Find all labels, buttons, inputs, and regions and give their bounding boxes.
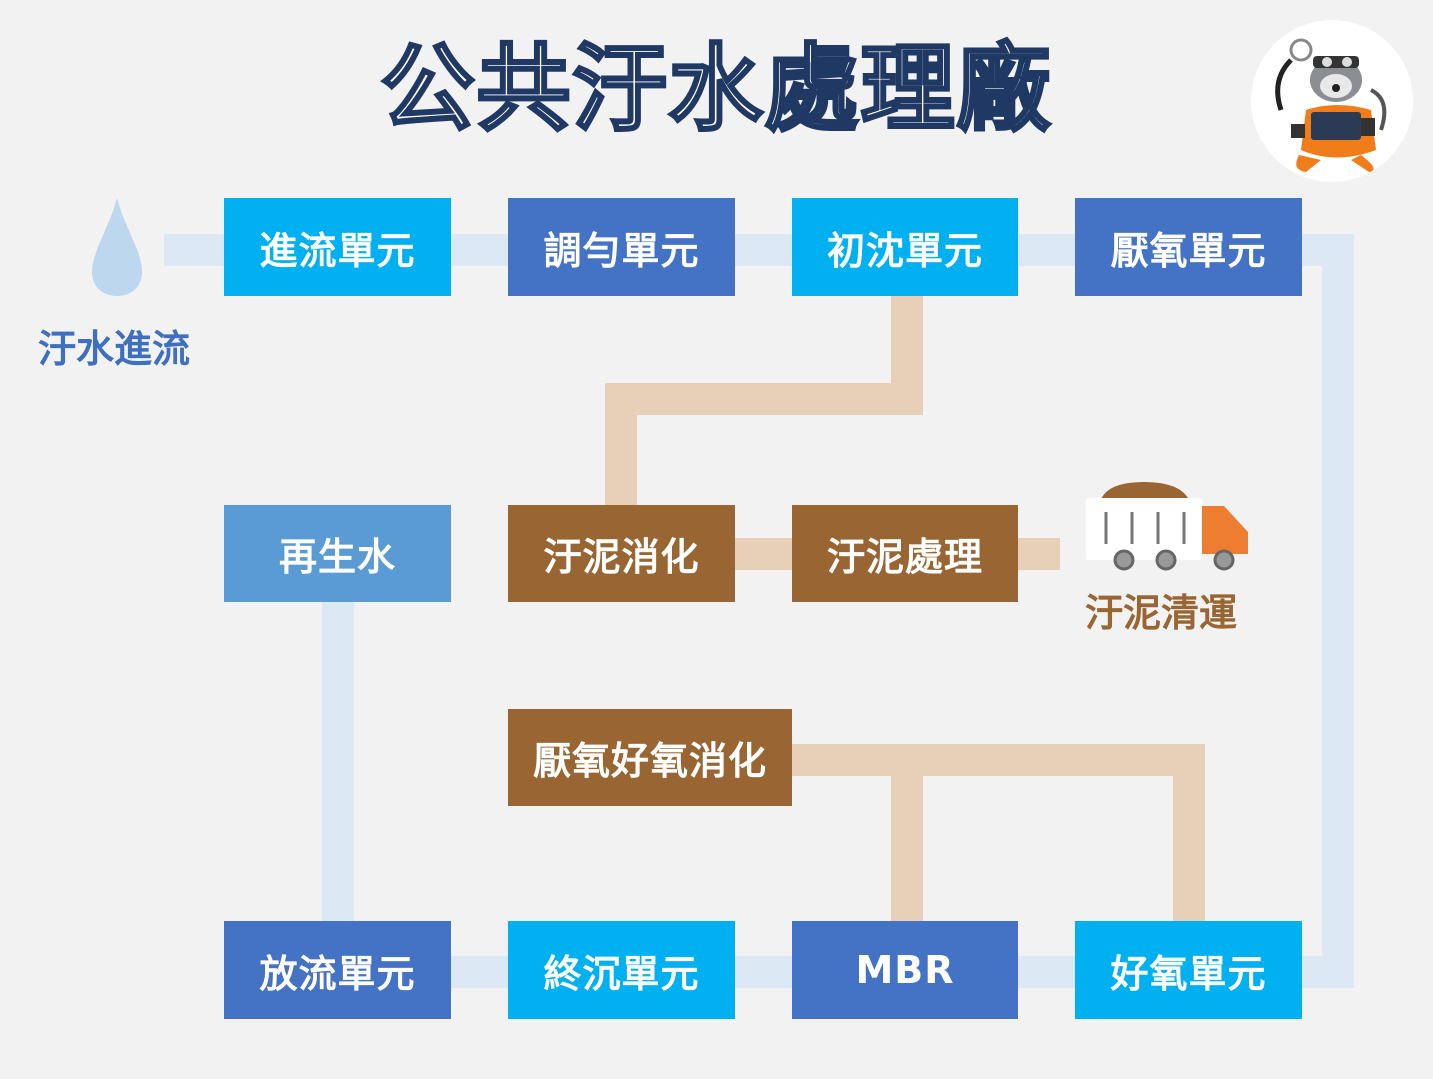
- sludge-pipe-digestion-treatment: [730, 538, 800, 570]
- final-settling-unit-box: 終沉單元: [508, 921, 735, 1019]
- sludge-haul-label: 汙泥清運: [1085, 591, 1238, 635]
- sludge-pipe-primary-horizontal: [605, 383, 923, 415]
- mbr-box: MBR: [792, 921, 1018, 1019]
- equalization-unit-box: 調勻單元: [508, 198, 735, 296]
- primary-settling-unit-box: 初沈單元: [792, 198, 1018, 296]
- sludge-pipe-aa-horizontal: [786, 744, 1205, 776]
- water-drop-icon: [90, 196, 144, 302]
- sludge-pipe-digestion-up: [605, 383, 637, 513]
- anaerobic-aerobic-digestion-box: 厭氧好氧消化: [508, 709, 792, 806]
- aerobic-unit-box: 好氧單元: [1075, 921, 1302, 1019]
- raccoon-mascot-icon: [1251, 20, 1413, 182]
- sludge-treatment-box: 汙泥處理: [792, 505, 1018, 602]
- water-pipe-left: [322, 590, 354, 930]
- inflow-label: 汙水進流: [38, 327, 191, 371]
- sludge-pipe-mbr-up: [891, 744, 923, 926]
- sludge-pipe-aerobic-up: [1173, 744, 1205, 926]
- inflow-unit-box: 進流單元: [224, 198, 451, 296]
- reclaimed-water-box: 再生水: [224, 505, 451, 602]
- page-title: 公共汙水處理廠: [379, 35, 1053, 144]
- sludge-digestion-box: 汙泥消化: [508, 505, 735, 602]
- sludge-pipe-to-haul: [1012, 538, 1060, 570]
- discharge-unit-box: 放流單元: [224, 921, 451, 1019]
- truck-icon: [1084, 480, 1254, 579]
- anaerobic-unit-box: 厭氧單元: [1075, 198, 1302, 296]
- water-pipe-right: [1322, 234, 1354, 988]
